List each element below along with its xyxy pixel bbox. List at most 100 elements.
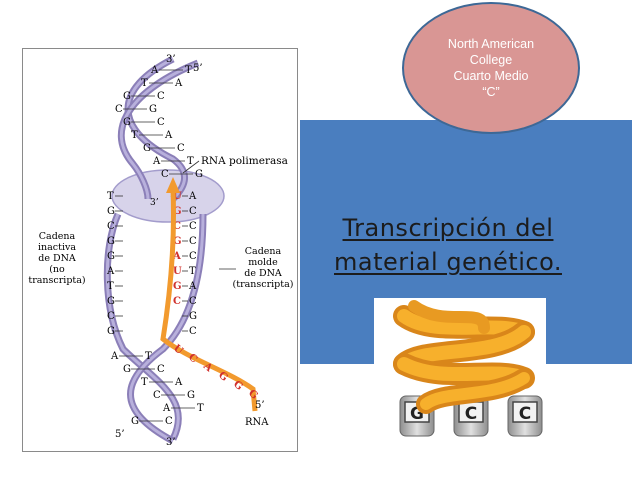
template-base: G xyxy=(189,311,197,322)
bottom-pair-base-right: T xyxy=(197,403,204,414)
top-pair-base-right: C xyxy=(157,91,165,102)
inactive-label-1: Cadena xyxy=(39,231,76,242)
inactive-label-3: de DNA xyxy=(38,253,76,264)
label-3-bottom: 3’ xyxy=(166,437,176,448)
bottom-pair-base-left: T xyxy=(141,377,148,388)
rna-base: G xyxy=(173,281,182,292)
top-pair-base-left: A xyxy=(150,65,159,76)
rna-base: C xyxy=(173,296,181,307)
rna-arrow-icon xyxy=(166,177,180,193)
bottom-pair-base-right: T xyxy=(145,351,152,362)
template-base: C xyxy=(189,206,197,217)
inactive-base: A xyxy=(106,266,115,277)
label-5-bottom: 5’ xyxy=(115,429,125,440)
bottom-pair-base-left: C xyxy=(153,390,161,401)
template-base: T xyxy=(189,266,196,277)
bottom-pair-base-left: G xyxy=(123,364,131,375)
base-block-letter: C xyxy=(465,404,477,424)
inactive-base: G xyxy=(107,296,115,307)
inactive-base: G xyxy=(107,206,115,217)
bottom-pair-base-right: C xyxy=(165,416,173,427)
top-pair-base-right: T xyxy=(187,156,194,167)
label-3-inner: 3’ xyxy=(150,198,159,208)
rna-strand xyxy=(160,188,258,412)
base-block-letter: C xyxy=(519,404,531,424)
top-pair-base-right: C xyxy=(177,143,185,154)
template-base: A xyxy=(188,191,197,202)
school-grade: Cuarto Medio xyxy=(453,69,529,83)
inactive-base: T xyxy=(107,281,114,292)
template-base: C xyxy=(189,236,197,247)
top-pair-base-left: T xyxy=(131,130,138,141)
inactive-base: C xyxy=(107,221,115,232)
dna-strand-highlight-2 xyxy=(120,61,199,200)
template-label-1: Cadena xyxy=(245,246,282,257)
rna-polymerase-label: RNA polimerasa xyxy=(201,155,288,167)
top-pair-base-left: G xyxy=(123,91,131,102)
top-pair-base-right: G xyxy=(195,169,203,180)
top-pair-base-right: A xyxy=(164,130,173,141)
inactive-label-5: transcripta) xyxy=(28,275,85,286)
top-pair-base-left: A xyxy=(152,156,161,167)
rna-base: U xyxy=(173,266,182,277)
inactive-base: G xyxy=(107,236,115,247)
label-3-top: 3’ xyxy=(166,54,176,65)
rna-base: C xyxy=(173,221,181,232)
inactive-base: G xyxy=(107,326,115,337)
school-badge: North American College Cuarto Medio “C” xyxy=(402,2,580,134)
template-base: A xyxy=(188,281,197,292)
top-pair-base-left: T xyxy=(141,78,148,89)
bottom-pair-base-left: G xyxy=(131,416,139,427)
bottom-pair-base-right: C xyxy=(157,364,165,375)
title-line-1: Transcripción del xyxy=(342,214,554,242)
template-label-2: molde xyxy=(248,257,278,268)
title-line-2: material genético. xyxy=(334,248,562,276)
inactive-label-4: (no xyxy=(49,264,65,275)
rna-base: U xyxy=(173,191,182,202)
bottom-pair-base-right: G xyxy=(187,390,195,401)
school-name-line-2: College xyxy=(469,53,513,67)
inactive-label-2: inactiva xyxy=(38,242,76,253)
top-pair-base-right: C xyxy=(157,117,165,128)
template-label-4: (transcripta) xyxy=(233,279,294,290)
bottom-pair-base-left: A xyxy=(162,403,171,414)
top-pair-base-left: G xyxy=(143,143,151,154)
top-pair-base-right: T xyxy=(185,65,192,76)
top-pair-base-left: C xyxy=(161,169,169,180)
top-pair-base-left: G xyxy=(123,117,131,128)
label-5-top: 5’ xyxy=(193,63,203,74)
bottom-pair-base-right: A xyxy=(174,377,183,388)
helix-ribbon xyxy=(393,300,535,414)
rna-polymerase-shape xyxy=(111,169,225,223)
template-base: C xyxy=(189,251,197,262)
inactive-base: C xyxy=(107,311,115,322)
slide-title: Transcripción del material genético. xyxy=(298,211,598,279)
inactive-base: T xyxy=(107,191,114,202)
inactive-base: G xyxy=(107,251,115,262)
school-section: “C” xyxy=(482,85,500,99)
template-label-3: de DNA xyxy=(244,268,282,279)
rna-base: G xyxy=(173,236,182,247)
bottom-pair-base-left: A xyxy=(110,351,119,362)
template-base: C xyxy=(189,221,197,232)
template-base: C xyxy=(189,326,197,337)
top-pair-base-right: A xyxy=(174,78,183,89)
top-pair-base-left: C xyxy=(115,104,123,115)
dna-strand-highlight-1 xyxy=(126,57,186,201)
template-base: C xyxy=(189,296,197,307)
rna-base: G xyxy=(173,206,182,217)
base-block-face xyxy=(512,401,538,423)
top-pair-base-right: G xyxy=(149,104,157,115)
dna-strand-highlight-3 xyxy=(105,213,180,440)
school-name-line-1: North American xyxy=(447,37,535,51)
